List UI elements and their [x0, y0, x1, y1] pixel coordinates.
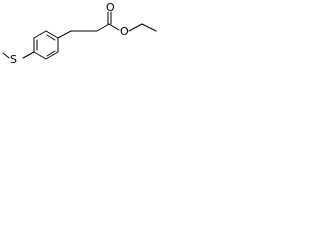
- atom-label-ester-oxygen: O: [120, 25, 129, 38]
- ring-bond-5: [45, 51, 59, 60]
- bond-carbonyl-o-ester: [108, 23, 120, 31]
- bond-ring-ch2: [57, 30, 72, 39]
- bond-methyl-s: [2, 52, 10, 59]
- bond-o-ch2: [128, 23, 143, 32]
- bond-ch2-carbonyl: [96, 23, 110, 32]
- ring-double-bond-3: [46, 50, 56, 57]
- ring-bond-3: [45, 30, 59, 39]
- ring-double-bond-2: [46, 34, 56, 41]
- bond-s-ring: [22, 51, 35, 59]
- bond-ch2-ch3: [141, 23, 157, 32]
- structure-diagram: S O O: [2, 1, 157, 66]
- ring-bond-2: [33, 30, 47, 39]
- atom-label-carbonyl-oxygen: O: [106, 1, 115, 14]
- ring-bond-6: [33, 51, 47, 60]
- atom-label-sulfur: S: [10, 53, 17, 66]
